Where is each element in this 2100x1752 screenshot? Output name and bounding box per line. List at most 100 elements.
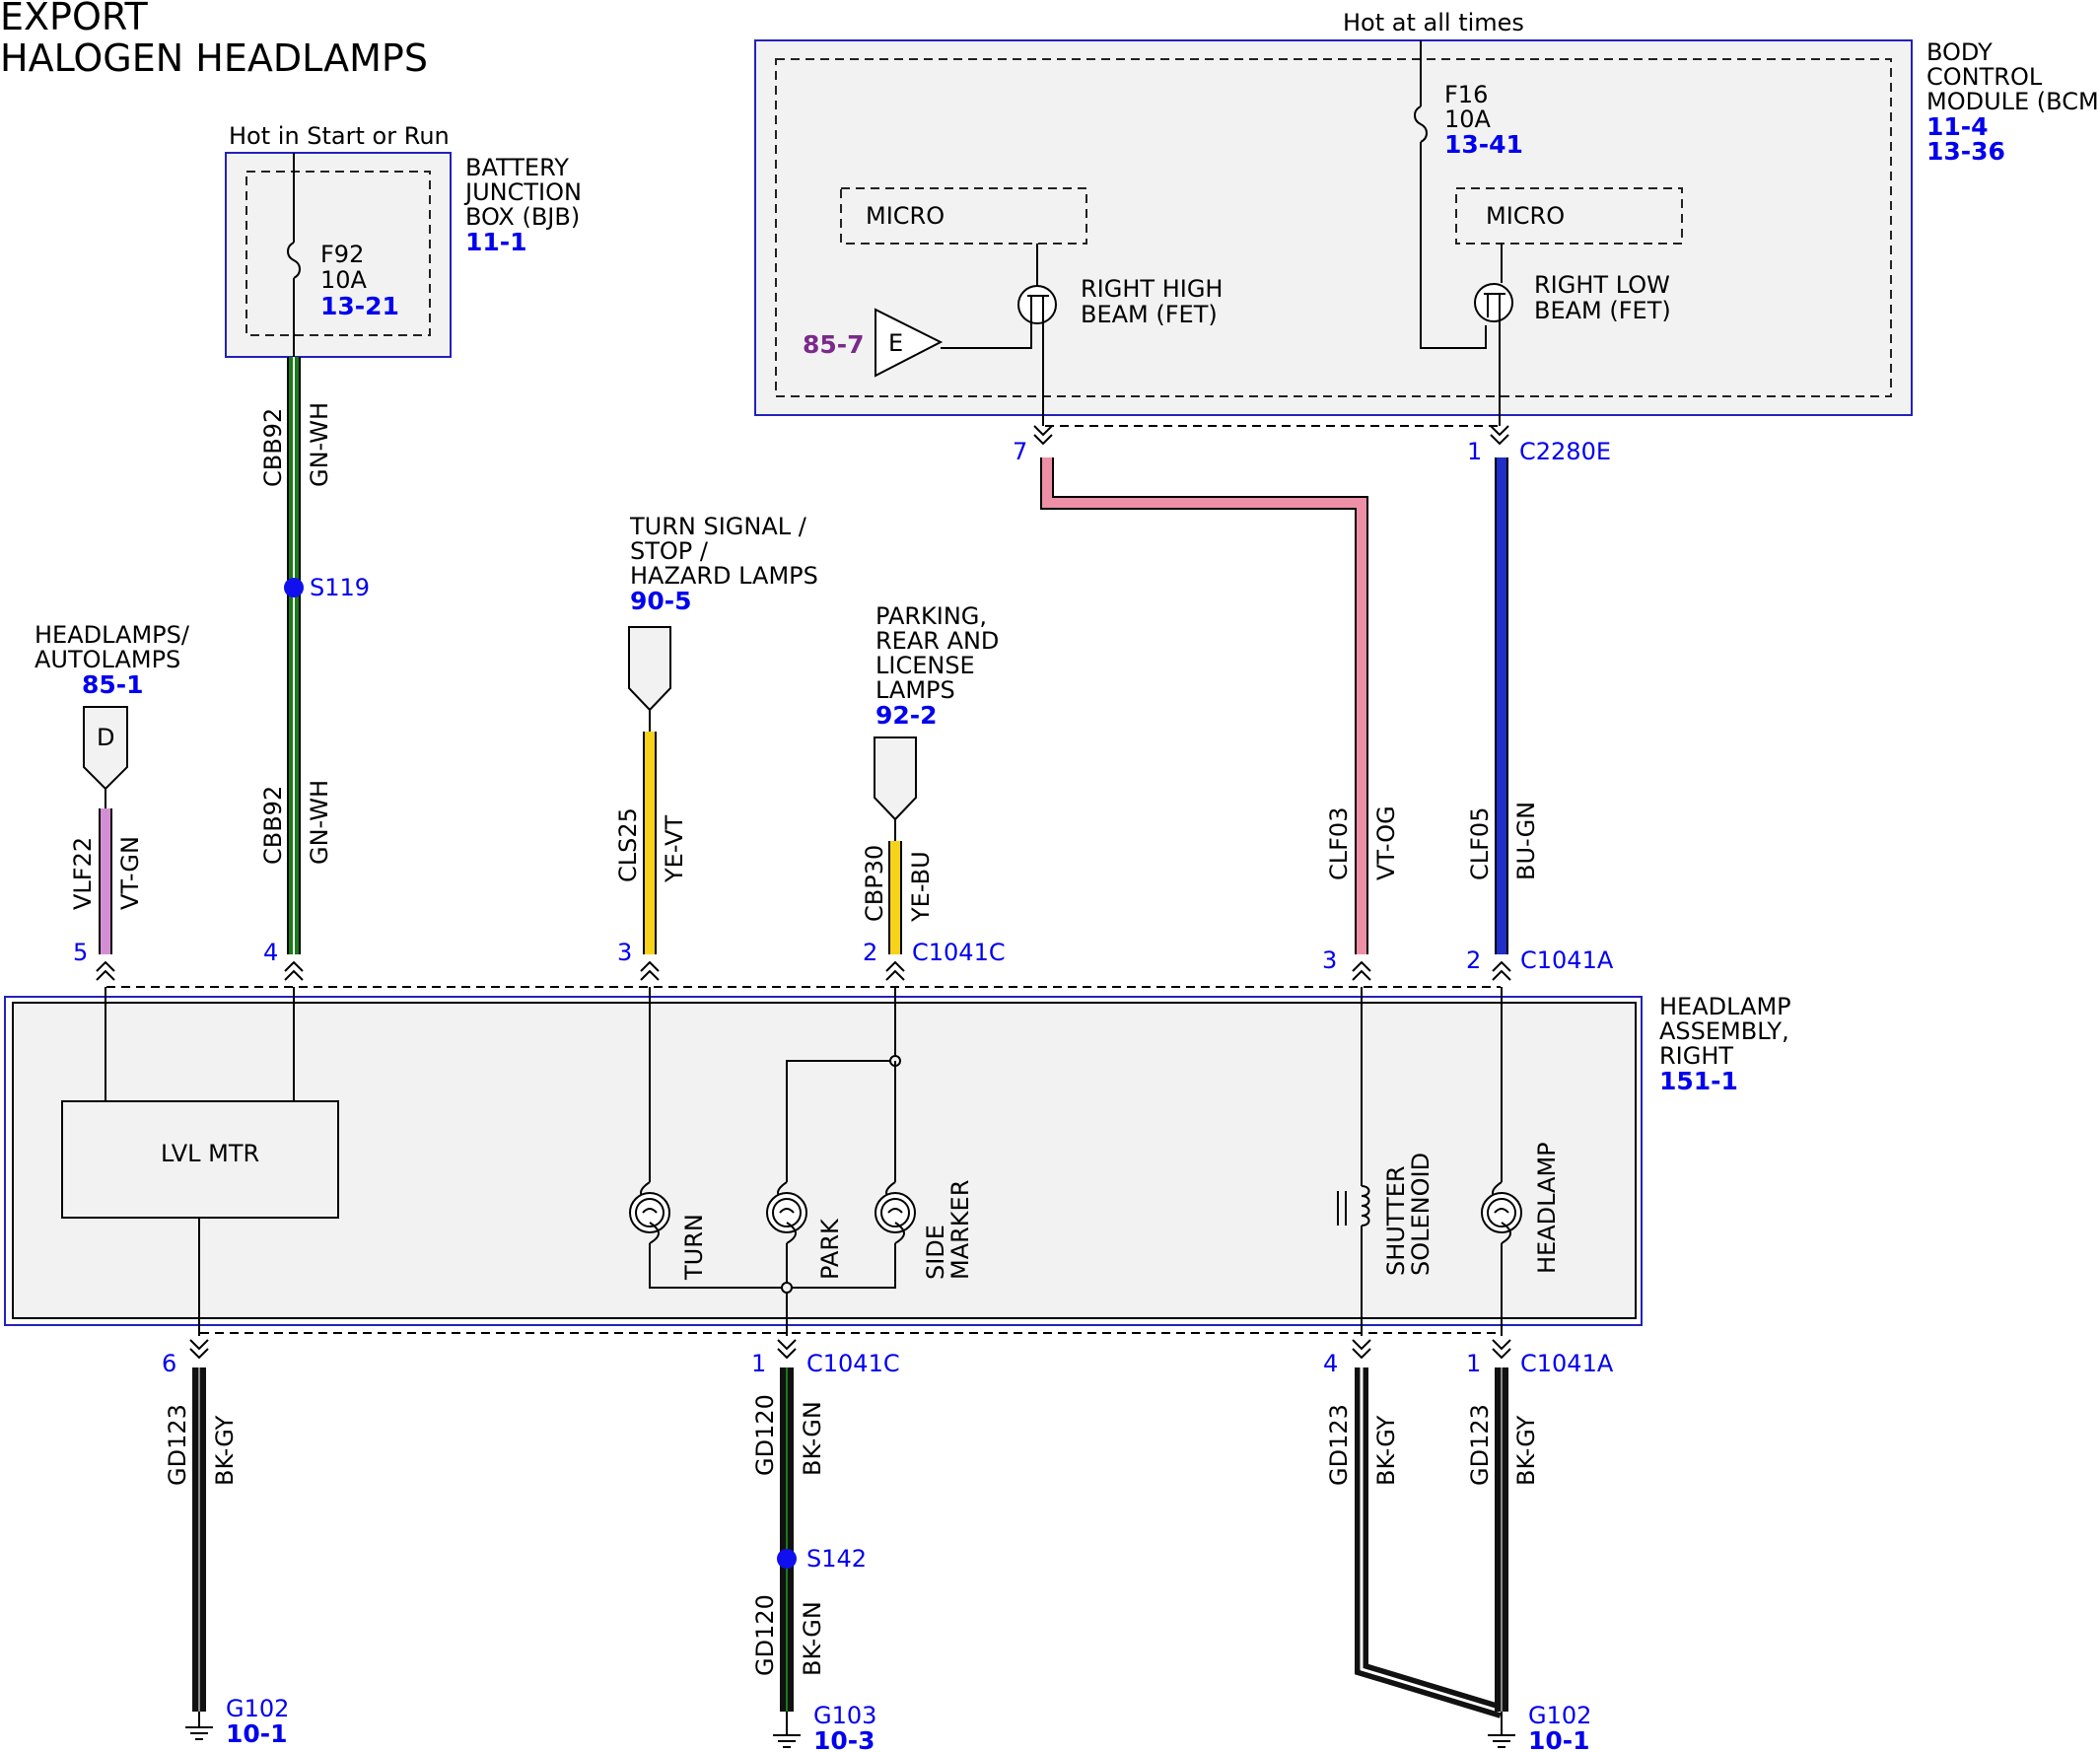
- c2280e-pin-1: 1: [1467, 438, 1482, 465]
- bjb-fuse-ref[interactable]: 13-21: [320, 292, 399, 320]
- splice-s142[interactable]: [777, 1549, 797, 1569]
- headlamps-ref[interactable]: 85-1: [82, 670, 144, 699]
- top-pin-4: 4: [263, 939, 278, 966]
- turn-ref-line-1: TURN SIGNAL /: [629, 513, 807, 540]
- connector-c2280e: 7 1 C2280E: [1013, 425, 1611, 465]
- top-pin-5: 5: [73, 939, 88, 966]
- bottom-c1041c-label: C1041C: [806, 1350, 900, 1377]
- headlamps-ref-line-2: AUTOLAMPS: [35, 646, 180, 673]
- bcm-micro-left: MICRO: [866, 202, 945, 230]
- g103-ref[interactable]: 10-3: [813, 1726, 875, 1752]
- bjb-amps: 10A: [320, 266, 368, 294]
- battery-junction-box: Hot in Start or Run F92 10A 13-21 BATTER…: [225, 122, 582, 358]
- title-line-2: HALOGEN HEADLAMPS: [0, 36, 428, 80]
- g102-left-name: G102: [226, 1695, 289, 1722]
- bcm-e-ref[interactable]: 85-7: [803, 330, 865, 359]
- c2280e-pin-7: 7: [1013, 438, 1027, 465]
- bjb-hot-label: Hot in Start or Run: [229, 122, 450, 150]
- turn-ref[interactable]: 90-5: [630, 587, 692, 615]
- bcm-amps: 10A: [1444, 105, 1492, 133]
- bjb-name-2: JUNCTION: [463, 178, 582, 206]
- park-lamp-icon: [766, 1181, 807, 1244]
- title-line-1: EXPORT: [0, 0, 149, 38]
- g102-right-ref[interactable]: 10-1: [1528, 1726, 1590, 1752]
- park-ref-line-3: LICENSE: [875, 652, 975, 679]
- top-c1041c-label: C1041C: [912, 939, 1006, 966]
- ground-g103: G103 10-3: [773, 1702, 876, 1752]
- side-marker-label-1: SIDE: [922, 1225, 949, 1280]
- shutter-label-1: SHUTTER: [1382, 1165, 1410, 1276]
- bcm-ref-2[interactable]: 13-36: [1926, 137, 2005, 166]
- cbb92-circuit-top: CBB92: [259, 408, 287, 487]
- bcm-name-2: CONTROL: [1926, 63, 2043, 91]
- cls25-color: YE-VT: [661, 815, 688, 883]
- park-ref[interactable]: 92-2: [875, 701, 938, 730]
- wire-clf03[interactable]: [1040, 457, 1368, 954]
- turn-lamp-label: TURN: [680, 1214, 708, 1281]
- side-marker-lamp-icon: [875, 1181, 916, 1244]
- turn-ref-line-3: HAZARD LAMPS: [630, 562, 818, 590]
- bjb-name-1: BATTERY: [465, 154, 569, 181]
- turn-signal-ref: TURN SIGNAL / STOP / HAZARD LAMPS 90-5: [628, 513, 818, 732]
- g102-right-name: G102: [1528, 1702, 1591, 1729]
- clf05-color: BU-GN: [1512, 802, 1540, 880]
- bcm-e-label: E: [888, 329, 903, 357]
- bcm-low-fet-1: RIGHT LOW: [1534, 271, 1670, 299]
- bcm-fuse-ref[interactable]: 13-41: [1444, 130, 1523, 159]
- ground-g102-right: G102 10-1: [1488, 1702, 1591, 1752]
- body-control-module: Hot at all times F16 10A 13-41 MICRO MIC…: [754, 9, 2100, 426]
- connector-bottom-row: 6 1 C1041C 4 1 C1041A: [162, 1332, 1614, 1377]
- top-pin-2: 2: [863, 939, 877, 966]
- ground-g102-left: G102 10-1: [185, 1695, 289, 1748]
- parking-lamps-ref: PARKING, REAR AND LICENSE LAMPS 92-2: [874, 602, 999, 841]
- lvl-mtr-label: LVL MTR: [161, 1140, 259, 1167]
- vlf22-color: VT-GN: [116, 836, 144, 910]
- bottom-pin-1b: 1: [1466, 1350, 1481, 1377]
- gd123-right-circuit: GD123: [1466, 1404, 1494, 1486]
- bcm-ref-1[interactable]: 11-4: [1926, 112, 1989, 141]
- headlamp-bulb-icon: [1481, 987, 1522, 1336]
- shutter-solenoid-icon: [1337, 987, 1370, 1336]
- cbp30-circuit: CBP30: [861, 845, 888, 922]
- headlamp-assembly: LVL MTR: [4, 987, 1791, 1336]
- g103-name: G103: [813, 1702, 876, 1729]
- gd123-mid-color: BK-GY: [1372, 1415, 1400, 1486]
- park-ref-line-2: REAR AND: [875, 627, 999, 655]
- bcm-name-3: MODULE (BCM): [1926, 88, 2100, 115]
- gd120-color-top: BK-GN: [799, 1401, 826, 1476]
- turn-ref-line-2: STOP /: [630, 537, 709, 565]
- gd120-circuit-top: GD120: [751, 1394, 779, 1476]
- splice-s119[interactable]: [284, 578, 304, 597]
- bjb-ref[interactable]: 11-1: [465, 228, 527, 256]
- cbb92-color-top: GN-WH: [306, 402, 333, 487]
- splice-s119-label: S119: [310, 574, 370, 601]
- gd120-circuit-bottom: GD120: [751, 1594, 779, 1676]
- cls25-circuit: CLS25: [614, 807, 642, 882]
- assembly-name-1: HEADLAMP: [1659, 993, 1791, 1020]
- bjb-fuse: F92: [320, 241, 364, 268]
- park-ref-line-1: PARKING,: [875, 602, 987, 630]
- wire-gd123-right[interactable]: [1355, 1367, 1508, 1718]
- bottom-c1041a-label: C1041A: [1520, 1350, 1614, 1377]
- cbp30-color: YE-BU: [907, 851, 935, 923]
- shutter-label-2: SOLENOID: [1407, 1153, 1435, 1276]
- splice-s142-label: S142: [806, 1545, 867, 1573]
- bjb-name-3: BOX (BJB): [465, 203, 580, 231]
- headlamps-ref-line-1: HEADLAMPS/: [35, 621, 190, 649]
- c2280e-label: C2280E: [1519, 438, 1611, 465]
- top-pin-3: 3: [617, 939, 632, 966]
- clf03-color: VT-OG: [1372, 806, 1400, 880]
- park-lamp-label: PARK: [816, 1218, 844, 1280]
- bcm-fuse: F16: [1444, 81, 1488, 108]
- bcm-high-fet-2: BEAM (FET): [1081, 301, 1218, 328]
- assembly-name-3: RIGHT: [1659, 1042, 1733, 1070]
- assembly-ref[interactable]: 151-1: [1659, 1067, 1738, 1095]
- turn-lamp-icon: [629, 1181, 670, 1244]
- g102-left-ref[interactable]: 10-1: [226, 1719, 288, 1748]
- bcm-low-fet-2: BEAM (FET): [1534, 297, 1671, 324]
- gd123-left-circuit: GD123: [164, 1404, 191, 1486]
- gd120-color-bottom: BK-GN: [799, 1601, 826, 1676]
- gd123-mid-circuit: GD123: [1325, 1404, 1353, 1486]
- assembly-name-2: ASSEMBLY,: [1659, 1017, 1789, 1045]
